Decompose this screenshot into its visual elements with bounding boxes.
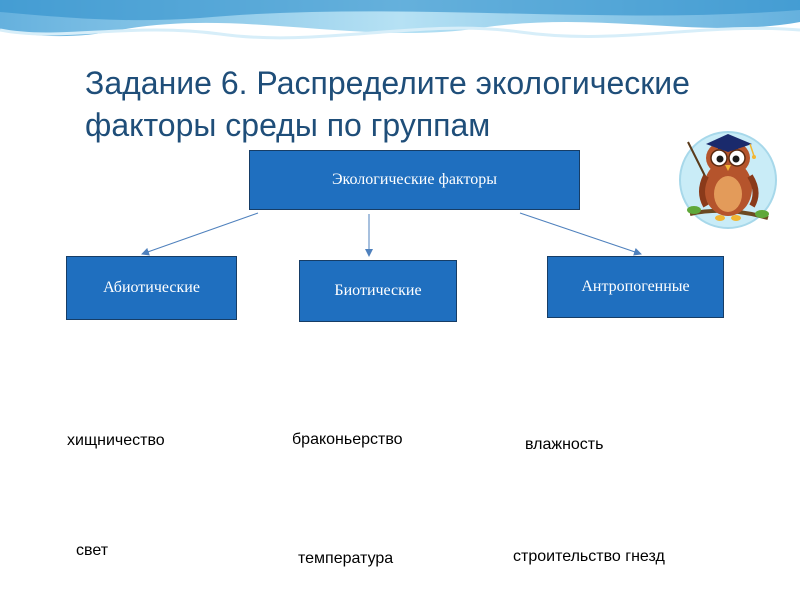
- factor-word[interactable]: свет: [76, 542, 109, 559]
- group-box-abiotic: Абиотические: [66, 256, 237, 320]
- connector-anthropogenic: [519, 212, 642, 256]
- connector-abiotic: [141, 212, 259, 256]
- slide-title: Задание 6. Распределите экологические фа…: [85, 62, 765, 146]
- owl-with-graduation-cap-icon: [679, 131, 777, 229]
- slide-title-line-1: Задание 6. Распределите экологические: [85, 65, 690, 101]
- slide-title-line-2: факторы среды по группам: [85, 107, 491, 143]
- group-box-anthropogenic: Антропогенные: [547, 256, 724, 318]
- group-label-anthropogenic: Антропогенные: [581, 278, 690, 295]
- group-label-abiotic: Абиотические: [103, 279, 200, 296]
- factor-word[interactable]: браконьерство: [292, 431, 403, 448]
- factor-word[interactable]: хищничество: [67, 432, 165, 449]
- diagram-root-box: Экологические факторы: [249, 150, 580, 210]
- factor-word[interactable]: температура: [298, 550, 394, 567]
- header-wave-decoration: [0, 0, 800, 40]
- diagram-root-label: Экологические факторы: [331, 171, 498, 188]
- factor-word[interactable]: строительство гнезд: [513, 548, 665, 565]
- group-box-biotic: Биотические: [299, 260, 457, 322]
- factor-word[interactable]: влажность: [525, 436, 604, 453]
- group-label-biotic: Биотические: [334, 282, 422, 299]
